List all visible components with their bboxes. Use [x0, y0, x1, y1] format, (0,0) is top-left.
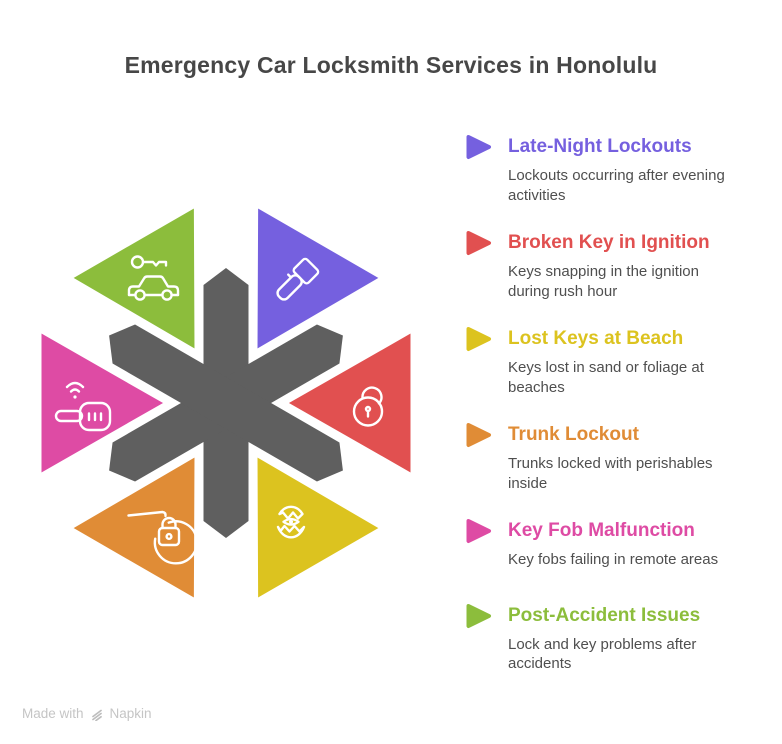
cracked-egg-icon: [276, 505, 306, 539]
legend-item-description: Lockouts occurring after evening activit…: [508, 167, 725, 204]
legend-arrow-icon: [466, 519, 491, 543]
legend: Late-Night Lockouts Lockouts occurring a…: [465, 134, 755, 699]
diagram-triangle-post-accident: [69, 204, 198, 353]
legend-arrow-icon: [466, 327, 491, 351]
legend-arrow-icon: [466, 423, 491, 447]
legend-item-description: Trunks locked with perishables inside: [508, 455, 713, 492]
legend-item-title: Broken Key in Ignition: [508, 232, 710, 253]
made-with-label: Made with: [22, 706, 84, 721]
legend-item-title: Late-Night Lockouts: [508, 136, 692, 157]
key-fob-icon: [54, 381, 112, 432]
diagram-triangle-late-night: [254, 204, 383, 353]
legend-item-trunk-lockout: Trunk Lockout Trunks locked with perisha…: [465, 422, 755, 493]
legend-arrow-icon: [466, 603, 491, 628]
legend-item-description: Key fobs failing in remote areas: [508, 551, 719, 568]
legend-item-title: Lost Keys at Beach: [508, 328, 684, 349]
footer-credit: Made with Napkin: [22, 706, 152, 721]
legend-item-key-fob: Key Fob Malfunction Key fobs failing in …: [465, 518, 755, 570]
trunk-lock-icon: [127, 510, 199, 565]
legend-item-broken-key: Broken Key in Ignition Keys snapping in …: [465, 230, 755, 301]
diagram-triangle-broken-key: [284, 329, 414, 477]
brand-label: Napkin: [109, 706, 152, 721]
napkin-logo-icon: [91, 709, 102, 721]
car-key-icon: [127, 255, 180, 301]
unlocked-padlock-icon: [352, 386, 384, 427]
diagram-triangle-trunk-lockout: [69, 453, 198, 602]
legend-item-title: Trunk Lockout: [508, 424, 639, 445]
diagram-triangle-lost-keys: [254, 453, 383, 602]
legend-item-late-night: Late-Night Lockouts Lockouts occurring a…: [465, 134, 755, 205]
locksmith-diagram: [38, 204, 414, 602]
legend-item-title: Post-Accident Issues: [508, 604, 701, 626]
asterisk-shape: [109, 268, 343, 538]
legend-item-post-accident: Post-Accident Issues Lock and key proble…: [465, 603, 755, 674]
flashlight-icon: [276, 257, 320, 301]
legend-arrow-icon: [466, 135, 491, 159]
page-title: Emergency Car Locksmith Services in Hono…: [124, 52, 658, 78]
legend-item-description: Keys snapping in the ignition during rus…: [508, 263, 699, 300]
legend-item-title: Key Fob Malfunction: [508, 520, 695, 541]
legend-item-lost-keys: Lost Keys at Beach Keys lost in sand or …: [465, 326, 755, 397]
legend-arrow-icon: [466, 231, 491, 255]
legend-item-description: Lock and key problems after accidents: [508, 635, 697, 673]
legend-item-description: Keys lost in sand or foliage at beaches: [508, 359, 704, 396]
